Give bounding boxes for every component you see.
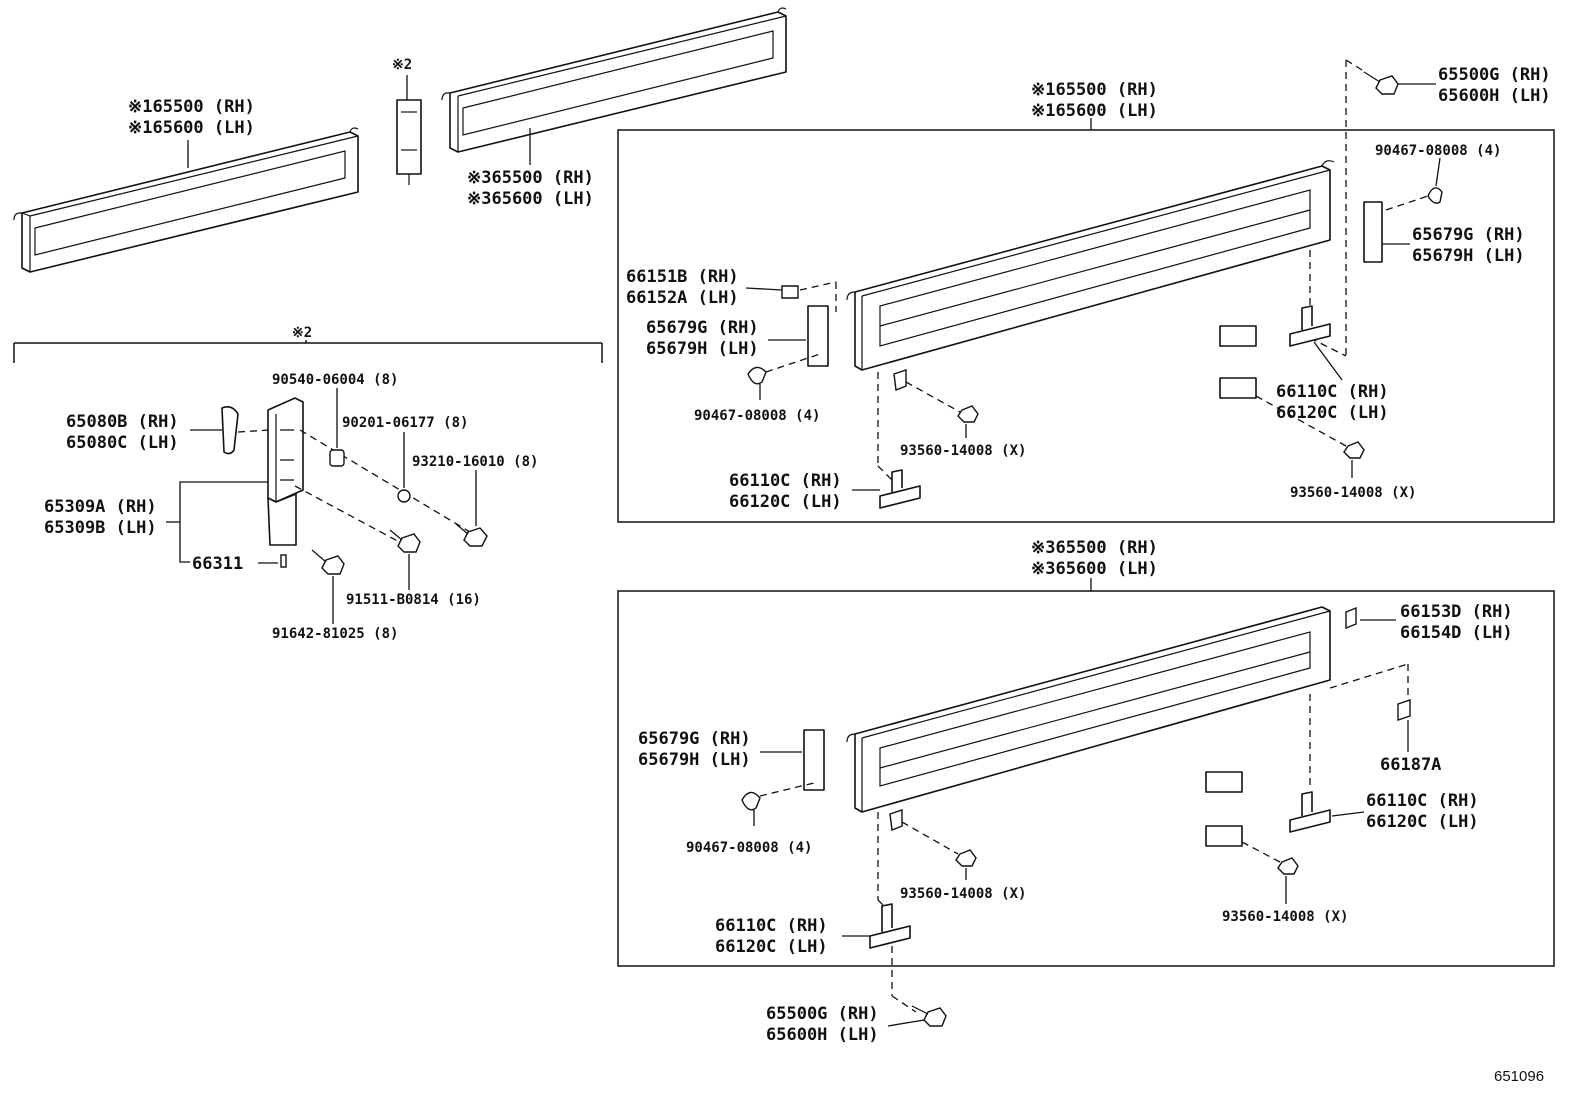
rear-latch-rh: 66153D (RH) <box>1400 602 1513 622</box>
rear-plate-1 <box>1205 771 1243 793</box>
pin-label: 66311 <box>192 554 243 574</box>
front-clip-right-part <box>1427 187 1443 204</box>
rear-hinge-left-part <box>869 903 911 949</box>
front-hinge-left-lh: 66120C (LH) <box>729 492 842 512</box>
front-bolt-top-lh: 65600H (LH) <box>1438 86 1551 106</box>
front-screw-mid-label: 93560-14008 (X) <box>900 443 1026 459</box>
rear-panel <box>846 606 1331 813</box>
bolt-b-label: 91511-B0814 (16) <box>346 592 481 608</box>
rear-box-title-lh: ※365600 (LH) <box>1031 559 1158 579</box>
rear-hinge-left-rh: 66110C (RH) <box>715 916 828 936</box>
front-hinge-left-rh: 66110C (RH) <box>729 471 842 491</box>
bracket-group-bracket <box>13 340 603 363</box>
bracket-group-marker: ※2 <box>292 325 312 341</box>
front-bolt-top-rh: 65500G (RH) <box>1438 65 1551 85</box>
front-clip-right-label: 90467-08008 (4) <box>1375 143 1501 159</box>
front-latch-lh: 66152A (LH) <box>626 288 739 308</box>
front-box-title-lh: ※165600 (LH) <box>1031 101 1158 121</box>
post-lh: 65309B (LH) <box>44 518 157 538</box>
hook-part <box>190 406 239 455</box>
front-latch-part <box>781 285 799 299</box>
front-plate-1 <box>1219 325 1257 347</box>
front-hinge-right-part <box>1289 305 1331 347</box>
rear-hinge-right-rh: 66110C (RH) <box>1366 791 1479 811</box>
bolt-a-label: 93210-16010 (8) <box>412 454 538 470</box>
overview-front-panel <box>13 127 359 273</box>
nut-part <box>329 449 345 467</box>
front-bracket-right-part <box>1363 201 1383 263</box>
rear-clip-left-part <box>741 791 761 811</box>
bolt-a-part <box>455 523 488 547</box>
front-hinge-right-lh: 66120C (LH) <box>1276 403 1389 423</box>
rear-bracket-left-lh: 65679H (LH) <box>638 750 751 770</box>
rear-screw-mid-part <box>955 849 977 867</box>
washer-part <box>397 489 411 503</box>
front-latch-rh: 66151B (RH) <box>626 267 739 287</box>
front-panel <box>846 160 1335 371</box>
nut-label: 90540-06004 (8) <box>272 372 398 388</box>
washer-label: 90201-06177 (8) <box>342 415 468 431</box>
rear-hinge-right-part <box>1289 791 1331 833</box>
rear-box-title-rh: ※365500 (RH) <box>1031 538 1158 558</box>
rear-hinge-right-lh: 66120C (LH) <box>1366 812 1479 832</box>
overview-front-rh: ※165500 (RH) <box>128 97 255 117</box>
rear-bolt-bottom-part <box>911 1005 947 1027</box>
front-clip-left-label: 90467-08008 (4) <box>694 408 820 424</box>
bolt-b-part <box>389 529 421 553</box>
overview-rear-lh: ※365600 (LH) <box>467 189 594 209</box>
rear-bolt-bottom-rh: 65500G (RH) <box>766 1004 879 1024</box>
front-bracket-left-rh: 65679G (RH) <box>646 318 759 338</box>
front-plate-2 <box>1219 377 1257 399</box>
rear-hinge-left-lh: 66120C (LH) <box>715 937 828 957</box>
front-bracket-left-part <box>807 305 829 367</box>
pin-part <box>280 554 287 568</box>
rear-stopper-label: 66187A <box>1380 755 1441 775</box>
rear-latch-lh: 66154D (LH) <box>1400 623 1513 643</box>
rear-bracket-left-rh: 65679G (RH) <box>638 729 751 749</box>
front-clip-left-part <box>747 366 767 385</box>
rear-panel-box <box>617 590 1555 967</box>
rear-clip-small-part <box>889 809 903 831</box>
rear-latch-part <box>1345 606 1357 630</box>
hook-lh: 65080C (LH) <box>66 433 179 453</box>
rear-screw-right-label: 93560-14008 (X) <box>1222 909 1348 925</box>
front-bracket-right-rh: 65679G (RH) <box>1412 225 1525 245</box>
overview-bracket <box>396 99 422 185</box>
front-bolt-top-part <box>1363 71 1399 95</box>
rear-plate-2 <box>1205 825 1243 847</box>
figure-number: 651096 <box>1494 1068 1544 1085</box>
rear-clip-left-label: 90467-08008 (4) <box>686 840 812 856</box>
overview-rear-rh: ※365500 (RH) <box>467 168 594 188</box>
front-hinge-left-part <box>879 469 921 509</box>
front-screw-right-label: 93560-14008 (X) <box>1290 485 1416 501</box>
front-bracket-right-lh: 65679H (LH) <box>1412 246 1525 266</box>
overview-rear-panel <box>441 7 787 153</box>
rear-screw-right-part <box>1277 857 1299 875</box>
rear-screw-mid-label: 93560-14008 (X) <box>900 886 1026 902</box>
rear-bracket-left-part <box>803 729 825 791</box>
rear-bolt-bottom-lh: 65600H (LH) <box>766 1025 879 1045</box>
front-clip-small-part <box>893 369 907 391</box>
front-screw-mid-part <box>957 405 979 423</box>
front-panel-box <box>617 129 1555 523</box>
front-box-title-rh: ※165500 (RH) <box>1031 80 1158 100</box>
overview-front-lh: ※165600 (LH) <box>128 118 255 138</box>
post-part <box>267 397 304 546</box>
front-screw-right-part <box>1343 441 1365 459</box>
hook-rh: 65080B (RH) <box>66 412 179 432</box>
overview-bracket-marker: ※2 <box>392 57 412 73</box>
post-rh: 65309A (RH) <box>44 497 157 517</box>
front-hinge-right-rh: 66110C (RH) <box>1276 382 1389 402</box>
bolt-c-label: 91642-81025 (8) <box>272 626 398 642</box>
front-bracket-left-lh: 65679H (LH) <box>646 339 759 359</box>
bolt-c-part <box>311 549 345 575</box>
rear-stopper-part <box>1397 699 1411 721</box>
